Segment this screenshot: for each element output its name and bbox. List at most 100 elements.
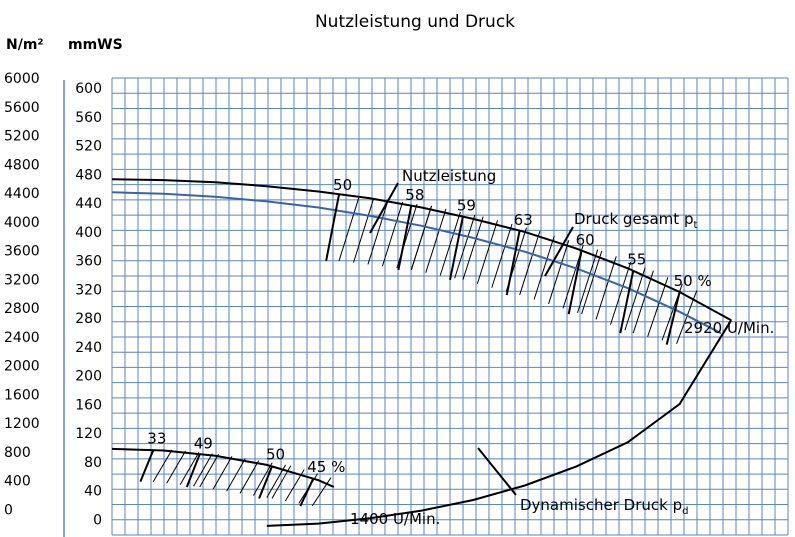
hatch-line xyxy=(367,199,389,265)
hatch-line xyxy=(212,456,233,490)
dyn-druck-leader xyxy=(477,447,517,496)
y-unit-inner: mmWS xyxy=(68,37,123,53)
efficiency-2920-line xyxy=(325,194,341,261)
y-tick-inner: 80 xyxy=(84,455,102,471)
hatch-line xyxy=(410,205,433,271)
efficiency-2920-label: 58 xyxy=(405,186,424,204)
y-tick-outer: 4000 xyxy=(4,215,40,231)
y-tick-inner: 120 xyxy=(75,426,102,442)
efficiency-2920-label: 50 xyxy=(333,176,352,194)
hatch-line xyxy=(252,462,273,496)
y-tick-outer: 3600 xyxy=(4,244,40,260)
hatch-line xyxy=(647,277,669,337)
dyn-druck-label: Dynamischer Druck pd xyxy=(520,496,688,517)
hatch-line xyxy=(491,223,513,288)
efficiency-1400-label: 50 xyxy=(266,446,285,464)
hatch-line xyxy=(353,197,375,263)
y-tick-outer: 2000 xyxy=(4,359,40,375)
y-tick-outer: 400 xyxy=(4,474,31,490)
hatch-line xyxy=(576,249,599,313)
hatch-line xyxy=(166,450,186,484)
y-tick-inner: 280 xyxy=(75,311,102,327)
speed-high-label: 2920 U/Min. xyxy=(684,319,774,337)
y-tick-inner: 400 xyxy=(75,225,102,241)
efficiency-2920-line xyxy=(619,270,635,334)
y-tick-outer: 4800 xyxy=(4,157,40,173)
efficiency-1400-line xyxy=(299,478,315,507)
hatch-line xyxy=(179,452,200,486)
y-tick-outer: 0 xyxy=(4,502,13,518)
hatch-line xyxy=(624,267,646,331)
nutzleistung-leader xyxy=(369,182,399,234)
y-unit-outer: N/m² xyxy=(6,37,44,53)
efficiency-2920-label: 63 xyxy=(514,211,533,229)
y-tick-outer: 5200 xyxy=(4,129,40,145)
y-tick-outer: 1600 xyxy=(4,387,40,403)
efficiency-1400-line xyxy=(185,453,201,488)
y-tick-outer: 800 xyxy=(4,445,31,461)
hatch-line xyxy=(595,256,617,320)
efficiency-marks: 50 58 59 63 60 55 50 % 33 49 50 45 % xyxy=(139,176,712,507)
efficiency-2920-label: 50 % xyxy=(674,272,712,290)
hatch-line xyxy=(519,230,541,296)
hatch-line xyxy=(199,454,219,488)
y-tick-inner: 0 xyxy=(93,512,102,528)
y-tick-outer: 5600 xyxy=(4,100,40,116)
efficiency-1400-line xyxy=(258,466,273,499)
hatch-line xyxy=(193,453,213,487)
y-tick-inner: 520 xyxy=(75,139,102,155)
grid xyxy=(111,77,789,536)
efficiency-2920-line xyxy=(449,216,464,281)
hatch-line xyxy=(454,214,476,279)
druck-gesamt-leader xyxy=(544,226,574,277)
y-tick-outer: 1200 xyxy=(4,416,40,432)
efficiency-1400-label: 45 % xyxy=(307,458,345,476)
total-pressure-1400-curve xyxy=(111,447,335,488)
curves xyxy=(111,178,733,527)
y-tick-outer: 6000 xyxy=(4,71,40,87)
efficiency-2920-label: 55 xyxy=(627,251,646,269)
efficiency-1400-label: 33 xyxy=(147,430,166,448)
hatch-line xyxy=(226,458,246,492)
efficiency-2920-label: 59 xyxy=(457,197,476,215)
y-tick-inner: 160 xyxy=(75,397,102,413)
hatch-line xyxy=(239,460,260,494)
dynamic-pressure-curve xyxy=(266,319,733,527)
hatch-line xyxy=(311,477,332,507)
y-tick-outer: 3200 xyxy=(4,272,40,288)
static-pressure-2920-curve xyxy=(111,191,722,335)
efficiency-1400-label: 49 xyxy=(194,434,213,452)
y-tick-outer: 2400 xyxy=(4,330,40,346)
y-tick-inner: 360 xyxy=(75,254,102,270)
efficiency-2920-line xyxy=(397,205,413,271)
hatch-line xyxy=(548,240,570,305)
y-tick-outer: 4400 xyxy=(4,186,40,202)
y-tick-inner: 560 xyxy=(75,110,102,126)
hatch-line xyxy=(462,216,484,280)
annotations: Nutzleistung Druck gesamt pt 2920 U/Min.… xyxy=(350,167,774,528)
hatch-line xyxy=(581,250,603,315)
y-tick-inner: 200 xyxy=(75,369,102,385)
hatch-line xyxy=(338,195,360,261)
y-tick-outer: 2800 xyxy=(4,301,40,317)
y-tick-inner: 440 xyxy=(75,196,102,212)
speed-low-label: 1400 U/Min. xyxy=(350,510,440,528)
hatch-line xyxy=(610,261,632,325)
y-tick-inner: 600 xyxy=(75,81,102,97)
hatch-line xyxy=(425,208,447,273)
chart-title: Nutzleistung und Druck xyxy=(315,12,515,32)
y-tick-inner: 480 xyxy=(75,167,102,183)
total-pressure-2920-curve xyxy=(111,178,732,322)
hatch-line xyxy=(439,211,461,276)
y-axis: 6000560052004800440040003600320028002400… xyxy=(4,71,102,537)
efficiency-2920-label: 60 xyxy=(576,231,595,249)
hatch-line xyxy=(381,201,404,267)
y-tick-inner: 240 xyxy=(75,340,102,356)
efficiency-2920-line xyxy=(567,250,583,315)
hatch-line xyxy=(476,220,499,284)
efficiency-2920-line xyxy=(665,291,681,345)
y-tick-inner: 40 xyxy=(84,484,102,500)
hatched-power-areas xyxy=(152,195,698,507)
nutzleistung-label: Nutzleistung xyxy=(402,167,496,185)
